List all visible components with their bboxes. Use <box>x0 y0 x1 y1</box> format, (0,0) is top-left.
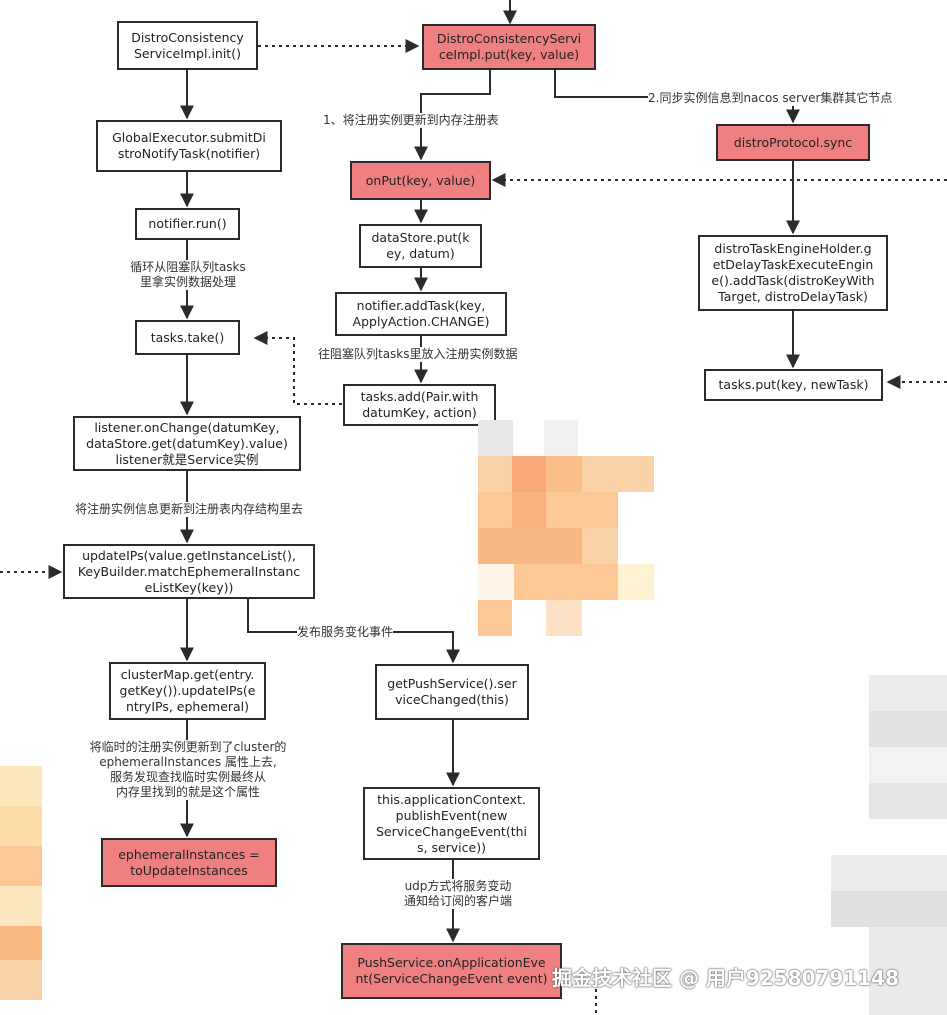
node-distro-put: DistroConsistencyServi ceImpl.put(key, v… <box>422 24 596 70</box>
mosaic-blur-left <box>0 766 42 1000</box>
mosaic-blur-right <box>831 675 947 1015</box>
label-temp-instances: 将临时的注册实例更新到了cluster的 ephemeralInstances … <box>62 740 314 800</box>
node-listener-onchange: listener.onChange(datumKey, dataStore.ge… <box>73 416 301 471</box>
node-task-engine-addtask: distroTaskEngineHolder.g etDelayTaskExec… <box>698 235 888 311</box>
node-push-service-changed: getPushService().ser viceChanged(this) <box>375 664 529 720</box>
node-datastore-put: dataStore.put(k ey, datum) <box>359 224 482 268</box>
label-update-memory: 1、将注册实例更新到内存注册表 <box>323 113 499 128</box>
label-sync-cluster: 2.同步实例信息到nacos server集群其它节点 <box>648 91 893 106</box>
mosaic-blur-center <box>478 420 654 638</box>
node-clustermap-update: clusterMap.get(entry. getKey()).updateIP… <box>109 662 266 720</box>
node-submit-notify-task: GlobalExecutor.submitDi stroNotifyTask(n… <box>96 120 282 172</box>
node-update-ips: updateIPs(value.getInstanceList(), KeyBu… <box>63 544 315 599</box>
node-ephemeral-instances: ephemeralInstances = toUpdateInstances <box>101 838 277 887</box>
label-put-queue: 往阻塞队列tasks里放入注册实例数据 <box>318 347 518 362</box>
node-publish-event: this.applicationContext. publishEvent(ne… <box>363 787 540 860</box>
node-distro-sync: distroProtocol.sync <box>716 124 870 161</box>
watermark: 掘金技术社区 @ 用户92580791148 <box>552 966 900 990</box>
node-tasks-add: tasks.add(Pair.with datumKey, action) <box>343 384 496 426</box>
label-publish-event: 发布服务变化事件 <box>297 625 394 640</box>
node-notifier-run: notifier.run() <box>135 208 240 240</box>
label-udp-notify: udp方式将服务变动 通知给订阅的客户端 <box>388 879 528 909</box>
node-on-application-event: PushService.onApplicationEve nt(ServiceC… <box>341 943 562 999</box>
label-update-registry: 将注册实例信息更新到注册表内存结构里去 <box>58 502 320 517</box>
node-notifier-addtask: notifier.addTask(key, ApplyAction.CHANGE… <box>335 292 507 336</box>
node-tasks-put: tasks.put(key, newTask) <box>704 369 883 401</box>
node-onput: onPut(key, value) <box>350 161 491 200</box>
label-loop-queue: 循环从阻塞队列tasks 里拿实例数据处理 <box>118 260 258 290</box>
node-distro-init: DistroConsistency ServiceImpl.init() <box>117 21 258 70</box>
node-tasks-take: tasks.take() <box>135 320 240 355</box>
